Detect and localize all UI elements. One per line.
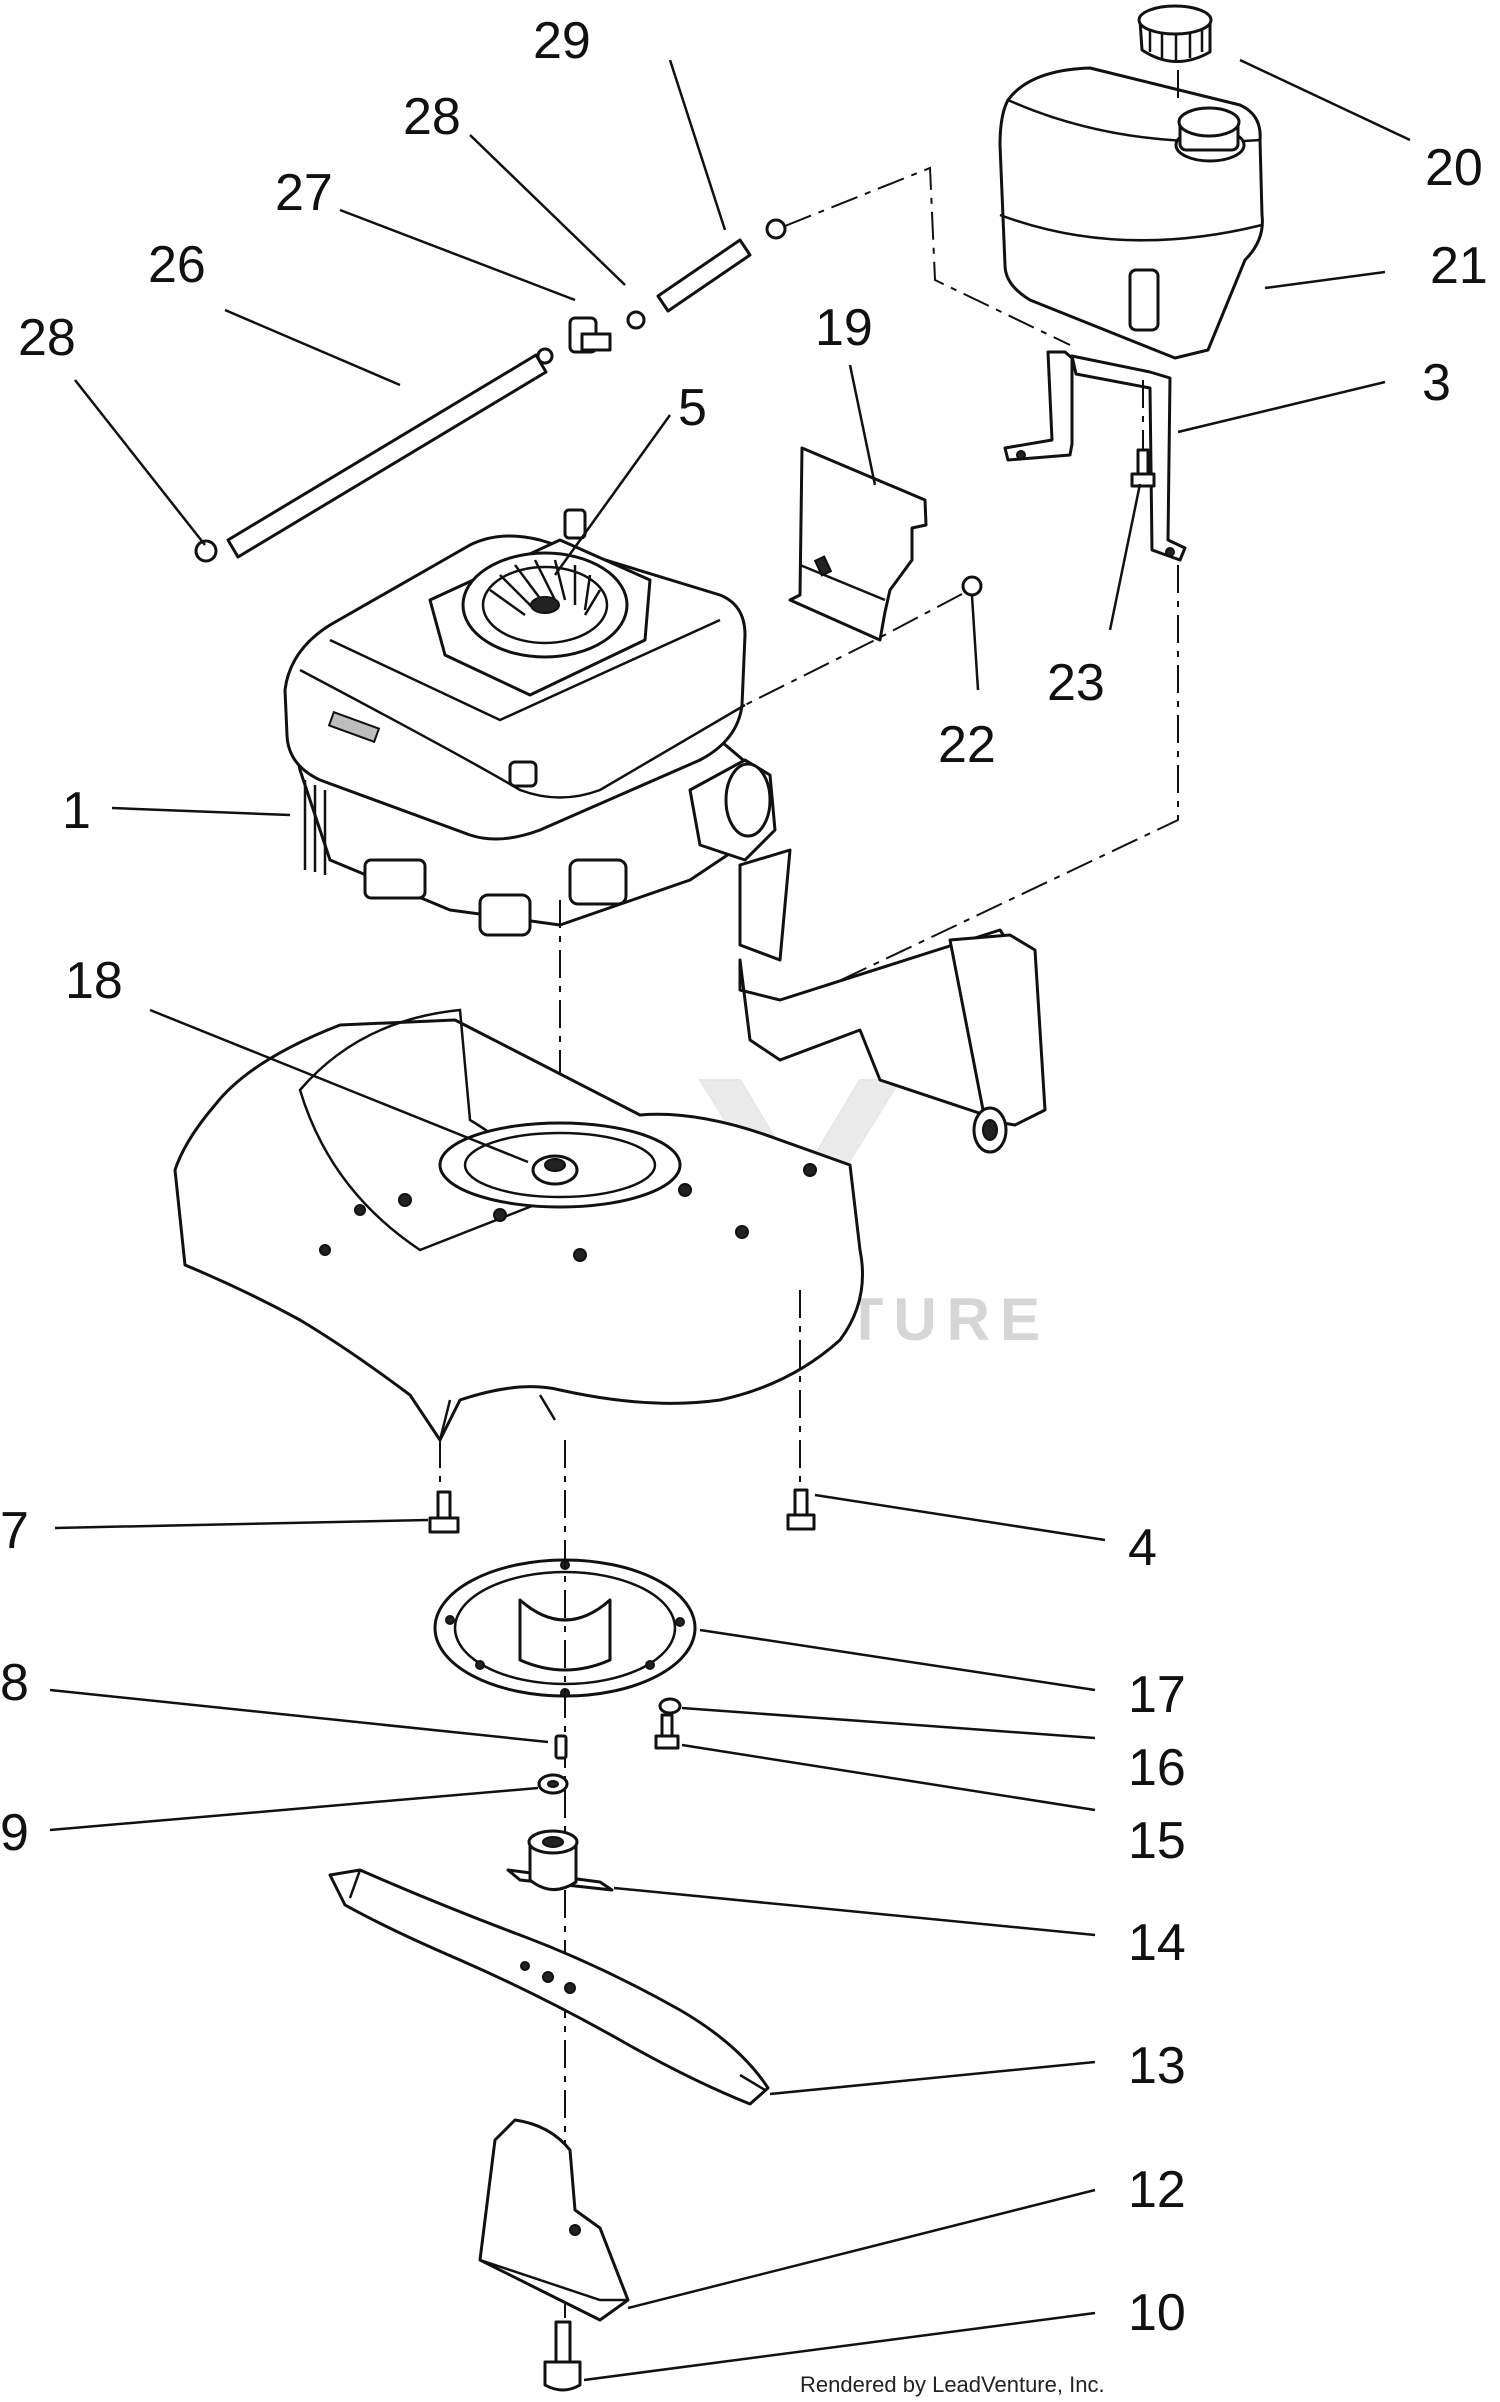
- callout-8: 8: [0, 1654, 29, 1712]
- fuel-cap: [1137, 4, 1213, 63]
- callout-16: 16: [1128, 1739, 1186, 1797]
- callout-1: 1: [62, 782, 91, 840]
- blade-stiffener: [478, 2118, 630, 2322]
- callout-13: 13: [1128, 2037, 1186, 2095]
- callout-15: 15: [1128, 1812, 1186, 1870]
- callout-27: 27: [275, 164, 333, 222]
- callout-26: 26: [148, 236, 206, 294]
- engine: [283, 508, 777, 937]
- callout-14: 14: [1128, 1914, 1186, 1972]
- callout-4: 4: [1128, 1519, 1157, 1577]
- callout-9: 9: [0, 1804, 29, 1862]
- spacer: [537, 1773, 569, 1795]
- render-credit: Rendered by LeadVenture, Inc.: [800, 2372, 1105, 2397]
- shield-screw: [961, 575, 983, 597]
- blade-bolt: [543, 2320, 582, 2392]
- callout-7: 7: [0, 1502, 29, 1560]
- mower-blade: [328, 1868, 770, 2106]
- callout-20: 20: [1425, 139, 1483, 197]
- deck-bolt-left: [428, 1490, 460, 1534]
- callout-22: 22: [938, 716, 996, 774]
- deck-bolt-right: [786, 1488, 816, 1531]
- bracket-bolt: [1130, 448, 1156, 488]
- callout-17: 17: [1128, 1666, 1186, 1724]
- axis-bracket-to-deck: [819, 565, 1179, 991]
- callout-21: 21: [1430, 237, 1488, 295]
- axis-deck-bolts: [439, 1290, 801, 1490]
- callout-19: 19: [815, 299, 873, 357]
- leader-lines: [49, 58, 1411, 2382]
- cap-screw: [654, 1713, 680, 1750]
- callout-labels: 29 28 27 26 28 5 19 20 21 3 23 22 1 18 7…: [0, 12, 1488, 2342]
- blade-adapter: [506, 1829, 614, 1892]
- tank-bracket: [1003, 350, 1187, 562]
- callout-5: 5: [678, 379, 707, 437]
- fuel-tank: [998, 66, 1264, 360]
- key: [554, 1734, 568, 1760]
- callout-3: 3: [1422, 354, 1451, 412]
- callout-12: 12: [1128, 2161, 1186, 2219]
- lock-washer: [658, 1697, 682, 1715]
- callout-18: 18: [65, 952, 123, 1010]
- callout-10: 10: [1128, 2284, 1186, 2342]
- callout-23: 23: [1047, 654, 1105, 712]
- fuel-line-assembly: [194, 166, 1071, 563]
- callout-28-top: 28: [403, 88, 461, 146]
- callout-29: 29: [533, 12, 591, 70]
- mower-deck: [173, 848, 1047, 1442]
- callout-28-left: 28: [18, 309, 76, 367]
- heat-shield: [788, 446, 928, 642]
